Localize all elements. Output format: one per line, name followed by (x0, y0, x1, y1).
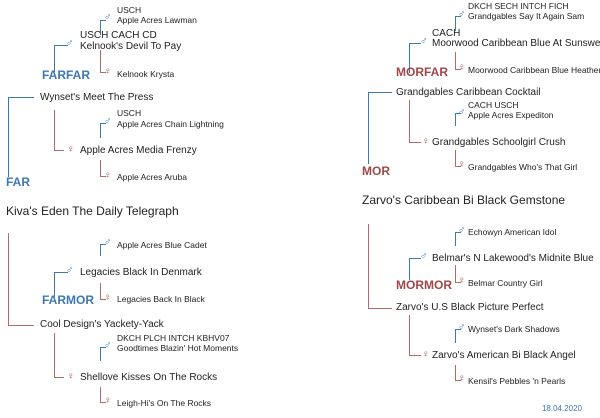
female-icon: ♀ (104, 292, 112, 303)
female-icon: ♀ (104, 66, 112, 77)
farmor-label: FARMOR (42, 293, 94, 307)
far-connector (8, 97, 9, 177)
mor-dam-dam-dam: Kensil's Pebbles 'n Pearls (468, 376, 566, 386)
morfar-name: Moorwood Caribbean Blue At Sunsweet (432, 38, 600, 49)
morfar-sire-name: Grandgables Say It Again Sam (468, 11, 585, 21)
mor-sire-dam-dam: Grandgables Who's That Girl (468, 162, 578, 172)
farfar-name: Kelnook's Devil To Pay (80, 41, 182, 52)
mormor-sire: Echowyn American Idol (468, 227, 557, 237)
far-dam-dam-sire-title: DKCH PLCH INTCH KBHV07 (117, 333, 230, 343)
mor-dam-dam-name: Zarvo's American Bi Black Angel (432, 350, 576, 361)
female-icon: ♀ (104, 395, 112, 406)
female-icon: ♀ (67, 144, 75, 155)
mormor-label: MORMOR (396, 278, 452, 292)
male-icon: ♂ (458, 107, 466, 118)
female-icon: ♀ (422, 136, 430, 147)
far-label: FAR (6, 175, 30, 189)
farmor-connector (8, 233, 9, 325)
mormor-dam: Belmar Country Girl (468, 278, 543, 288)
farfar-label: FARFAR (42, 68, 90, 82)
farfar-connector (54, 45, 55, 72)
farmor-sire-name: Apple Acres Chain Lightning (117, 119, 224, 129)
mor-sire-name: Grandgables Caribbean Cocktail (396, 87, 541, 98)
male-icon: ♂ (458, 225, 466, 236)
farmor-line-sire: Apple Acres Blue Cadet (117, 240, 207, 250)
mor-sire-dam-name: Grandgables Schoolgirl Crush (432, 137, 566, 148)
female-icon: ♀ (458, 62, 466, 73)
subject-name: Kiva's Eden The Daily Telegraph (6, 204, 179, 218)
mor-sire-dam-sire: Apple Acres Expediton (468, 110, 554, 120)
mor-label: MOR (362, 164, 390, 178)
far-dam-dam-dam: Leigh-Hi's On The Rocks (117, 398, 212, 408)
male-icon: ♂ (420, 36, 428, 47)
mor-subject-name: Zarvo's Caribbean Bi Black Gemstone (362, 193, 566, 207)
far-dam-dam-sire: Goodtimes Blazin' Hot Moments (117, 343, 239, 353)
female-icon: ♀ (458, 373, 466, 384)
female-icon: ♀ (67, 371, 75, 382)
mor-dam-dam-sire: Wynset's Dark Shadows (468, 324, 560, 334)
far-dam-dam-name: Shellove Kisses On The Rocks (80, 372, 218, 383)
morfar-title: CACH (432, 28, 461, 39)
mor-connector (368, 92, 369, 164)
far-sire-name: Wynset's Meet The Press (40, 92, 154, 103)
male-icon: ♂ (104, 340, 112, 351)
male-icon: ♂ (104, 12, 112, 23)
far-dam-name: Cool Design's Yackety-Yack (40, 319, 164, 330)
female-icon: ♀ (422, 349, 430, 360)
farfar-title: USCH CACH CD (80, 30, 157, 41)
farmor-name: Apple Acres Media Frenzy (80, 145, 197, 156)
morfar-label: MORFAR (396, 65, 448, 79)
farfar-sire-name: Apple Acres Lawman (117, 15, 197, 25)
mor-dam-name: Zarvo's U.S Black Picture Perfect (396, 302, 544, 313)
farfar-dam-name: Kelnook Krysta (117, 69, 175, 79)
female-icon: ♀ (104, 170, 112, 181)
male-icon: ♂ (104, 237, 112, 248)
male-icon: ♂ (458, 322, 466, 333)
farmor-line-dam: Legacies Back In Black (117, 294, 205, 304)
mor-sire-dam-sire-title: CACH USCH (468, 100, 519, 110)
male-icon: ♂ (104, 116, 112, 127)
farfar-sire-title: USCH (117, 5, 142, 15)
female-icon: ♀ (458, 159, 466, 170)
male-icon: ♂ (458, 9, 466, 20)
mormor-name: Belmar's N Lakewood's Midnite Blue (432, 253, 594, 264)
mormor-connector (368, 224, 369, 308)
morfar-sire-title: DKCH SECH INTCH FICH (468, 1, 569, 11)
male-icon: ♂ (420, 251, 428, 262)
farmor-line-name: Legacies Black In Denmark (80, 267, 202, 278)
farmor-dam-name: Apple Acres Aruba (117, 172, 187, 182)
male-icon: ♂ (66, 265, 74, 276)
morfar-dam-name: Moorwood Caribbean Blue Heather (468, 65, 600, 75)
female-icon: ♀ (458, 275, 466, 286)
male-icon: ♂ (66, 38, 74, 49)
farmor-sire-title: USCH (117, 108, 142, 118)
footer-date: 18.04.2020 (541, 404, 582, 413)
